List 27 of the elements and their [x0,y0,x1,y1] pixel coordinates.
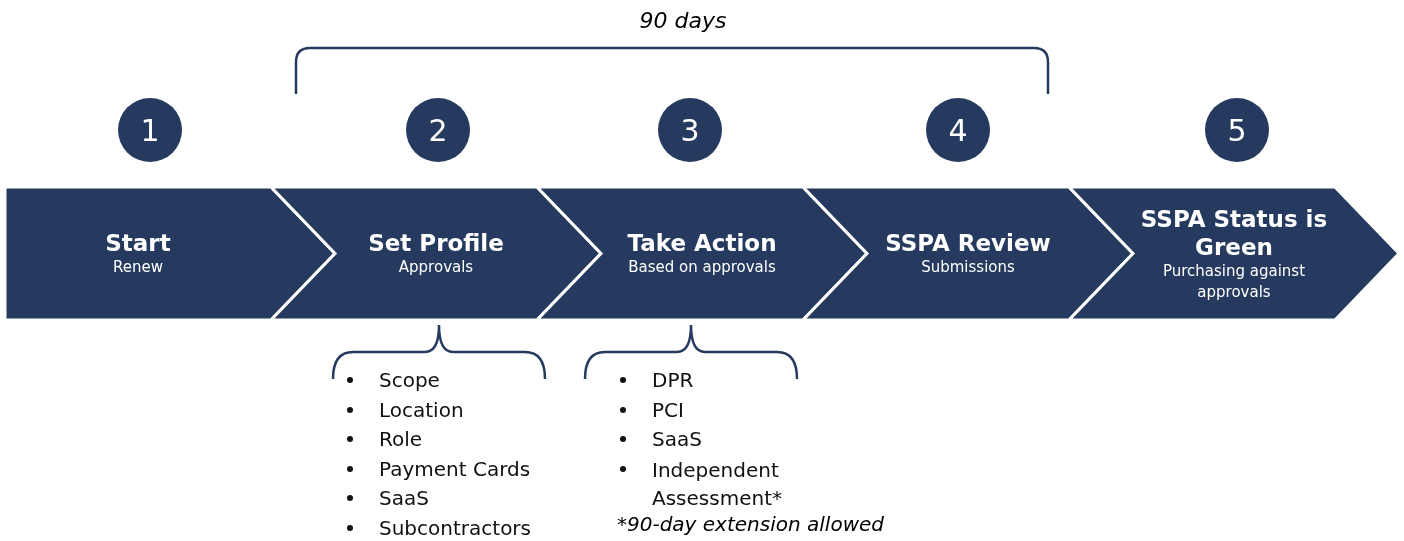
step-title: SSPA Review [885,229,1051,257]
step-subtitle: Renew [113,257,163,278]
list-item: DPR [652,367,694,393]
step-number-circle: 3 [658,98,722,162]
list-item: SaaS [379,485,429,511]
step-title: Start [105,229,171,257]
step-number-circle: 5 [1205,98,1269,162]
list-item: Scope [379,367,440,393]
list-item: Independent Assessment* [652,456,783,512]
list-item: Role [379,426,423,452]
list-item: PCI [652,396,684,423]
step-subtitle: Purchasing against approvals [1161,260,1307,303]
list-item: Subcontractors [379,514,531,541]
step-number-circle: 4 [926,98,990,162]
list-item: Payment Cards [379,455,531,482]
step-title: SSPA Status is Green [1139,204,1329,261]
step-number-circle: 1 [118,98,182,162]
duration-label: 90 days [638,8,728,33]
step-title: Set Profile [368,229,504,257]
step-title: Take Action [627,229,777,257]
list-item: SaaS [652,426,702,452]
step-subtitle: Approvals [398,257,474,278]
step-subtitle: Submissions [921,257,1015,278]
footnote: *90-day extension allowed [617,512,884,536]
step-number-circle: 2 [406,98,470,162]
list-item: Location [379,396,464,423]
step-subtitle: Based on approvals [628,257,776,278]
